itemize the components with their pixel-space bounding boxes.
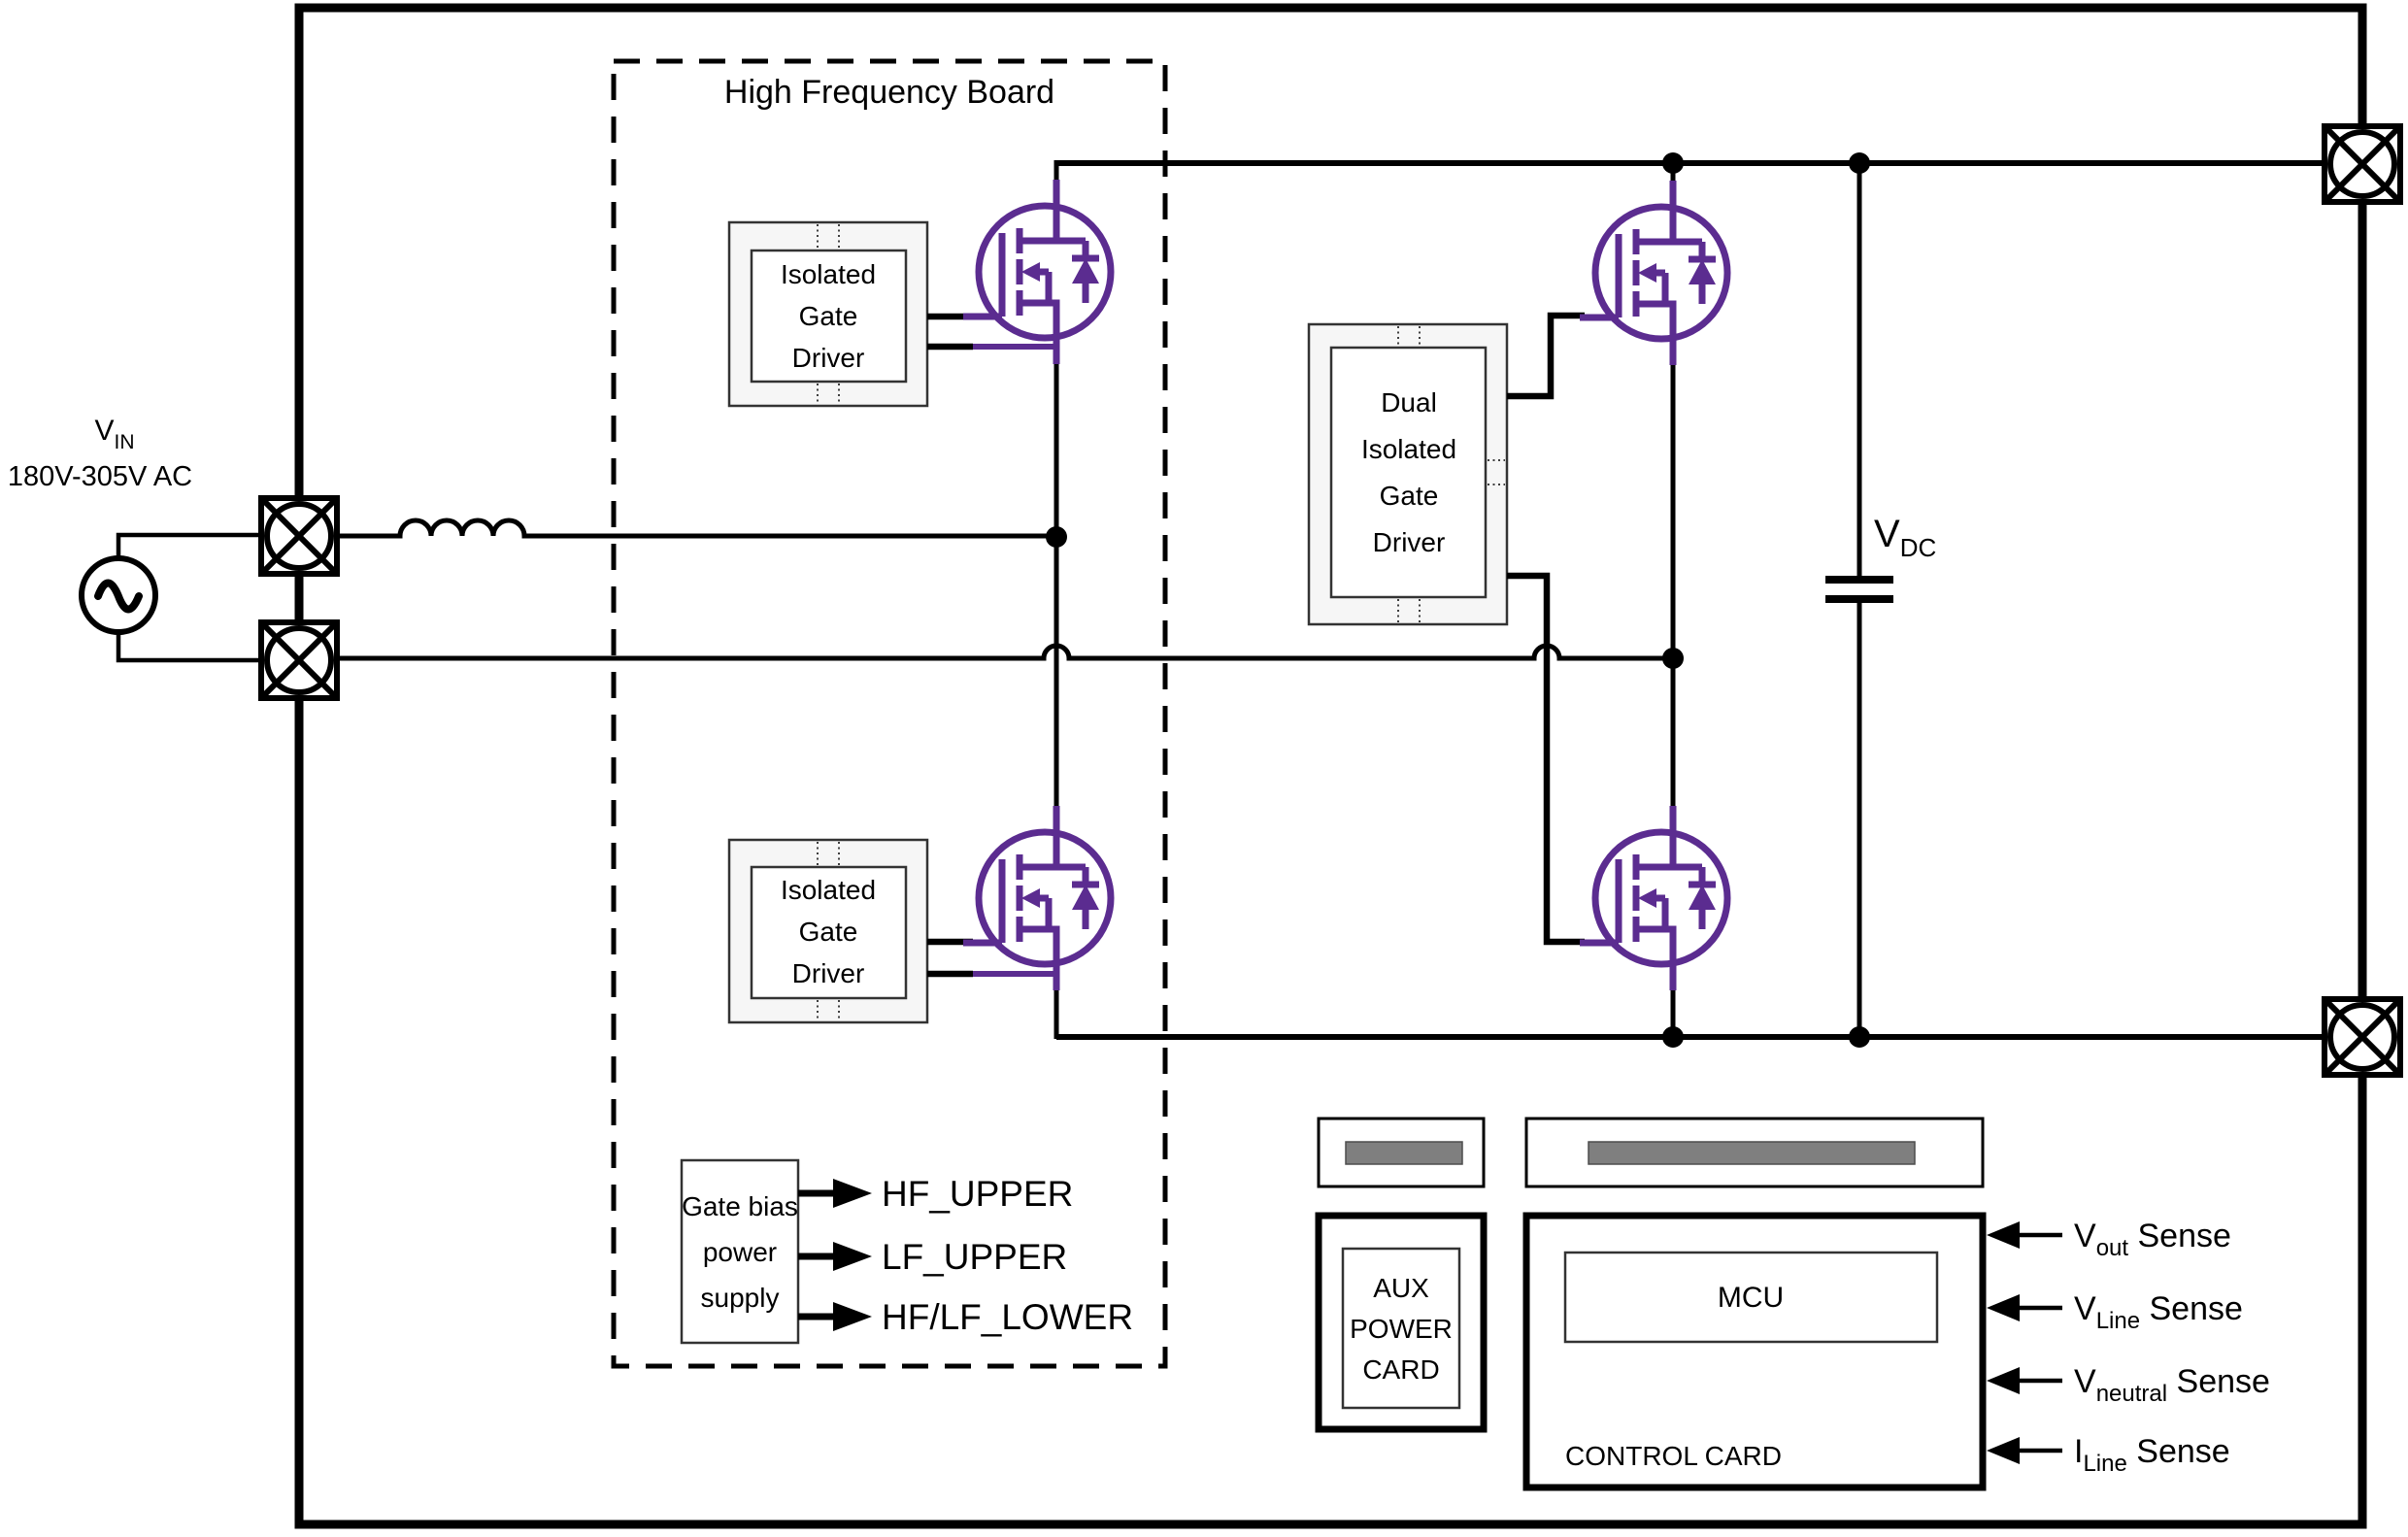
mosfet-hf-upper-icon [963,180,1111,364]
lf-upper-label: LF_UPPER [882,1237,1067,1277]
svg-text:POWER: POWER [1350,1314,1453,1344]
aux-card-connector [1317,1117,1486,1188]
junction-dots [1046,152,1870,1048]
svg-text:Driver: Driver [792,343,865,373]
mcu-block [1563,1251,1939,1344]
gate-bias-outputs: HF_UPPER LF_UPPER HF/LF_LOWER [798,1174,1133,1337]
vout-sense-label: Vout Sense [2074,1218,2231,1261]
arrow-left-icon [1987,1367,2062,1394]
control-card-label: CONTROL CARD [1565,1441,1782,1471]
dc-positive-terminal-icon [2324,126,2400,202]
svg-text:Gate: Gate [799,917,858,947]
control-card-connector [1524,1117,1985,1188]
isolation-barrier-icon [817,842,840,1020]
dual-isolated-gate-driver: Dual Isolated Gate Driver [1307,312,1585,946]
svg-text:CARD: CARD [1362,1354,1439,1385]
ac-neutral-terminal-icon [261,622,337,698]
ac-source-icon [79,532,261,663]
neutral-wire [337,643,1673,661]
mosfet-lf-upper-icon [1580,181,1727,365]
svg-text:Gate: Gate [1380,481,1439,511]
main-board-outline [294,3,2367,1529]
svg-text:Driver: Driver [792,958,865,988]
vdc-label: VDC [1874,513,1936,562]
svg-text:Gate bias: Gate bias [682,1191,798,1221]
mcu-label: MCU [1718,1282,1784,1314]
vline-sense-label: VLine Sense [2074,1290,2243,1334]
svg-text:supply: supply [701,1283,780,1313]
hf-board-title: High Frequency Board [724,74,1054,111]
mosfet-lf-lower-icon [1580,806,1727,990]
isolated-gate-driver-top: Isolated Gate Driver [727,220,973,408]
control-card: MCU CONTROL CARD [1522,1212,1987,1491]
connector-pin-strip-icon [1345,1141,1463,1165]
svg-text:Gate: Gate [799,301,858,331]
vneutral-sense-label: Vneutral Sense [2074,1363,2270,1407]
inductor-icon [337,518,1056,539]
svg-text:Isolated: Isolated [1361,434,1456,464]
mosfet-hf-lower-icon [963,806,1111,990]
iline-sense-label: ILine Sense [2074,1433,2230,1477]
isolated-gate-driver-bottom: Isolated Gate Driver [727,838,973,1024]
arrow-right-icon [798,1179,872,1208]
isolation-barrier-icon [1397,326,1505,622]
hf-lf-lower-label: HF/LF_LOWER [882,1297,1133,1337]
vin-label: VIN [94,415,134,453]
isolation-barrier-icon [817,224,840,404]
aux-power-card: AUX POWER CARD [1315,1212,1488,1433]
vin-range-label: 180V-305V AC [8,461,192,492]
arrow-right-icon [798,1242,872,1271]
svg-text:Isolated: Isolated [781,259,876,289]
arrow-left-icon [1987,1294,2062,1321]
dc-negative-terminal-icon [2324,999,2400,1075]
sense-signals: Vout Sense VLine Sense Vneutral Sense IL… [1987,1218,2270,1477]
svg-text:Dual: Dual [1381,387,1437,418]
svg-text:Isolated: Isolated [781,875,876,905]
arrow-left-icon [1987,1221,2062,1249]
svg-text:Driver: Driver [1373,527,1446,557]
arrow-left-icon [1987,1437,2062,1464]
kelvin-source-wires [973,344,1054,977]
arrow-right-icon [798,1302,872,1331]
svg-text:power: power [703,1237,777,1267]
connector-pin-strip-icon [1588,1141,1916,1165]
ac-line-terminal-icon [261,498,337,574]
hf-upper-label: HF_UPPER [882,1174,1073,1214]
hf-board-outline [611,58,1168,1369]
gate-bias-power-supply: Gate bias power supply [680,1158,800,1345]
dc-link-capacitor-icon [1825,163,1893,1037]
svg-text:AUX: AUX [1373,1273,1429,1303]
